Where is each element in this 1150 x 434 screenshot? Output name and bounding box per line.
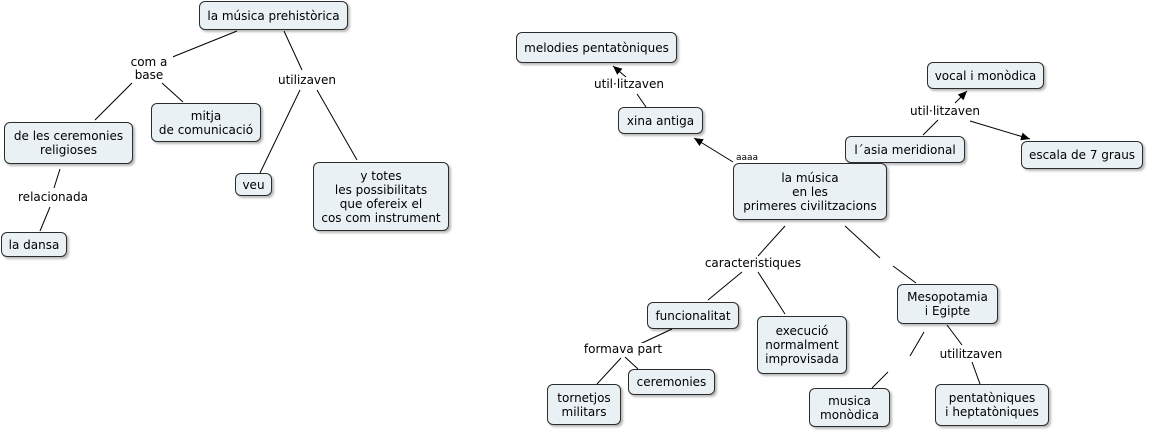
concept-xina-antiga[interactable]: xina antiga — [618, 107, 703, 134]
concept-vocal-monodica[interactable]: vocal i monòdica — [927, 62, 1044, 89]
line-util-to-escala — [969, 120, 1031, 141]
concept-asia-meridional[interactable]: l´asia meridional — [845, 136, 965, 163]
line-mesopotamia-to-monodica-b — [871, 371, 889, 389]
line-xina-to-util — [636, 93, 647, 108]
link-label-asia-utilitzaven: util·litzaven — [904, 105, 986, 118]
link-label-truncated: aaaa — [735, 154, 759, 161]
line-relacionada-to-dansa — [39, 206, 51, 232]
line-mesopotamia-to-utilitzaven — [946, 324, 963, 346]
line-mesopotamia-to-monodica-a — [909, 331, 925, 357]
line-utilitzaven-to-pentatoniques — [971, 361, 981, 385]
line-civilitzacions-to-mesopotamia-a — [844, 225, 881, 259]
concept-melodies-pentatoniques[interactable]: melodies pentatòniques — [516, 32, 677, 63]
line-prehistorica-to-com-a-base — [169, 30, 238, 59]
concept-pentatoniques-heptatoniques[interactable]: pentatòniques i heptatòniques — [935, 384, 1049, 426]
line-utilizaven-to-possibilitats — [316, 89, 358, 161]
line-civilitzacions-to-caracteristiques — [757, 225, 786, 257]
line-util-to-vocal — [954, 90, 968, 104]
link-label-relacionada: relacionada — [12, 191, 94, 204]
line-formava-part-to-ceremonies — [624, 356, 639, 370]
line-com-a-base-to-mitja — [161, 82, 184, 103]
link-label-xina-utilitzaven: util·litzaven — [588, 78, 670, 91]
concept-possibilitats-cos[interactable]: y totes les possibilitats que ofereix el… — [313, 162, 449, 231]
concept-escala-7-graus[interactable]: escala de 7 graus — [1021, 141, 1143, 169]
link-label-meso-utilitzaven: utilitzaven — [933, 348, 1009, 361]
line-ceremonies-to-relacionada — [53, 168, 61, 189]
link-label-utilizaven: utilizaven — [273, 74, 341, 87]
line-caracteristiques-to-funcionalitat — [707, 271, 743, 301]
concept-primeres-civilitzacions[interactable]: la música en les primeres civilitzacions — [733, 163, 887, 220]
line-asia-to-util — [922, 119, 939, 136]
concept-mitja-comunicacio[interactable]: mitja de comunicació — [151, 103, 261, 142]
concept-prehistorica[interactable]: la música prehistòrica — [199, 1, 348, 30]
line-caracteristiques-to-execucio — [757, 271, 786, 315]
line-civilitzacions-to-mesopotamia-b — [892, 265, 917, 284]
concept-funcionalitat[interactable]: funcionalitat — [647, 302, 739, 329]
line-prehistorica-to-utilizaven — [283, 30, 303, 71]
line-util-to-melodies — [612, 65, 627, 78]
line-civilitzacions-to-xina — [693, 137, 734, 163]
link-label-com-a-base: com a base — [125, 56, 173, 82]
link-label-caracteristiques: caracteristiques — [698, 257, 808, 270]
concept-dansa[interactable]: la dansa — [1, 232, 67, 257]
line-com-a-base-to-ceremonies — [94, 82, 133, 121]
link-label-formava-part: formava part — [578, 343, 668, 356]
concept-ceremonies-religioses[interactable]: de les ceremonies religioses — [4, 122, 133, 164]
concept-veu[interactable]: veu — [235, 173, 272, 196]
line-formava-part-to-tornetjos — [596, 357, 622, 385]
concept-mesopotamia-egipte[interactable]: Mesopotamia i Egipte — [897, 284, 998, 324]
concept-musica-monodica[interactable]: musica monòdica — [809, 388, 890, 427]
concept-cerimonies[interactable]: ceremonies — [628, 369, 715, 395]
line-funcionalitat-to-formava-part — [639, 328, 673, 345]
concept-tornetjos-militars[interactable]: tornetjos militars — [547, 384, 621, 425]
line-utilizaven-to-veu — [259, 89, 301, 174]
concept-execucio-improvisada[interactable]: execució normalment improvisada — [757, 316, 847, 374]
